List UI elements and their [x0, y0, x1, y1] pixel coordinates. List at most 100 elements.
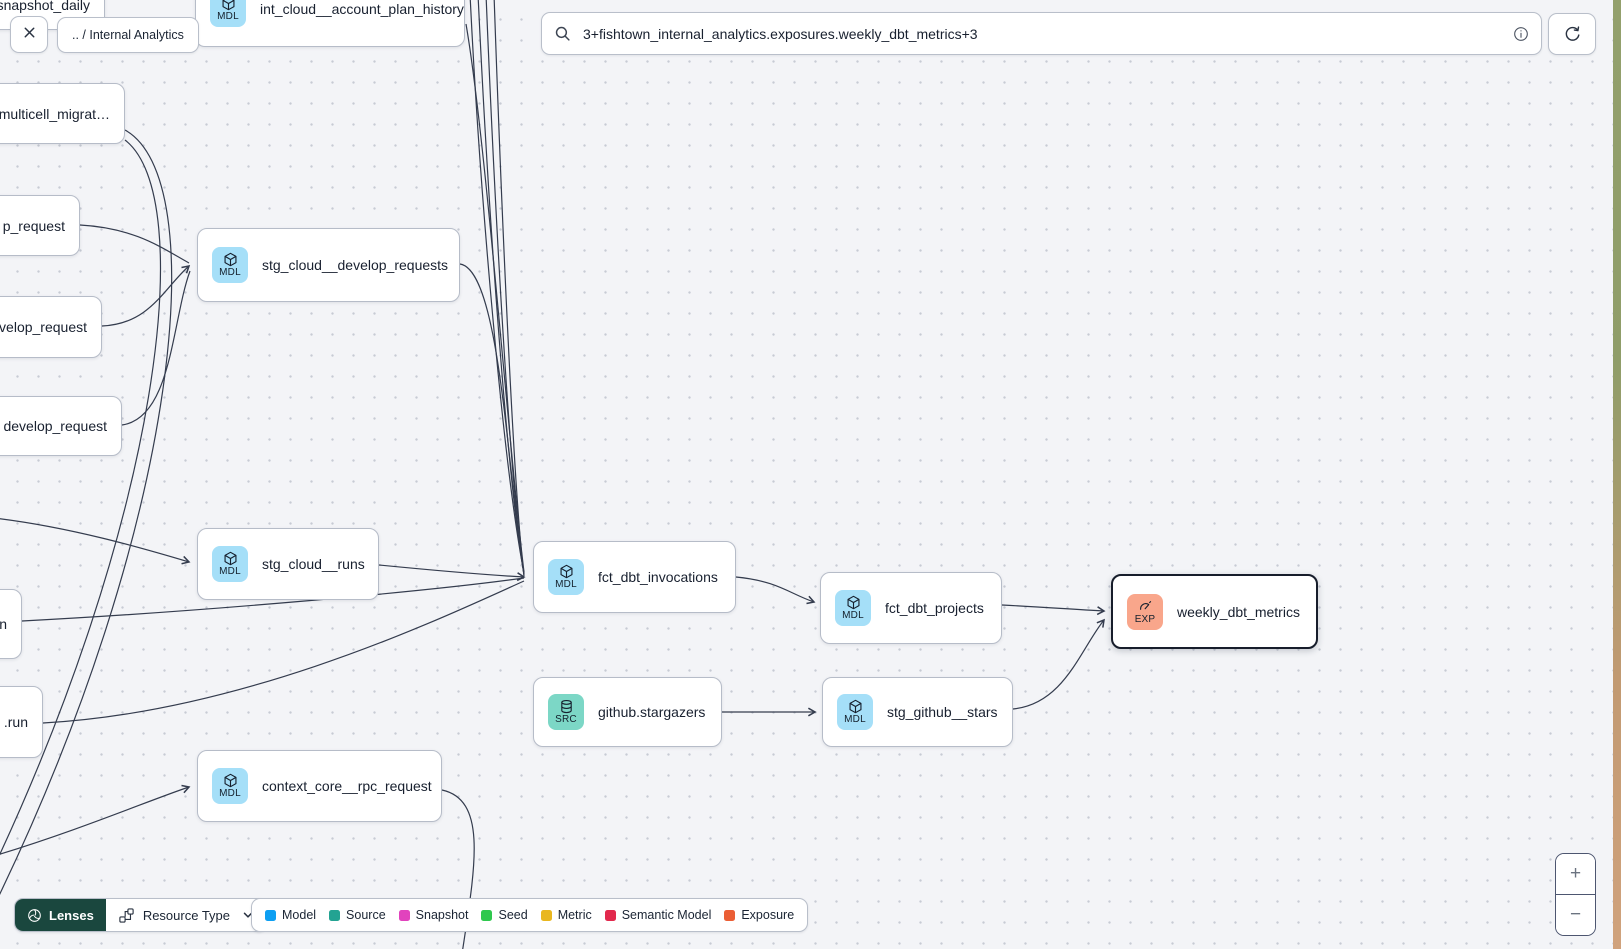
node-label: velop_request [0, 319, 87, 335]
exposure-badge: EXP [1127, 593, 1163, 630]
model-badge: MDL [837, 694, 873, 730]
node-label: snapshot_daily [0, 0, 90, 13]
badge-code: MDL [217, 10, 239, 22]
close-icon [22, 25, 37, 45]
model-icon [223, 252, 238, 267]
badge-code: MDL [219, 566, 241, 577]
graph-node-int_cloud__account_plan_history[interactable]: MDL int_cloud__account_plan_history [195, 0, 465, 47]
lenses-button[interactable]: Lenses [15, 899, 106, 931]
graph-node-fct_dbt_invocations[interactable]: MDL fct_dbt_invocations [533, 541, 736, 613]
node-label: context_core__rpc_request [262, 778, 432, 794]
badge-code: MDL [555, 579, 577, 590]
close-button[interactable] [10, 16, 48, 53]
badge-code: MDL [842, 610, 864, 621]
search-icon [554, 25, 571, 42]
graph-node-weekly_dbt_metrics[interactable]: EXP weekly_dbt_metrics [1111, 574, 1318, 649]
graph-node-fct_dbt_projects[interactable]: MDL fct_dbt_projects [820, 572, 1002, 644]
node-label: int_cloud__account_plan_history [260, 0, 464, 17]
source-icon [559, 699, 574, 714]
graph-node-p_request[interactable]: MDLp_request [0, 195, 80, 256]
lenses-icon [27, 908, 42, 923]
refresh-button[interactable] [1548, 13, 1596, 55]
node-label: fct_dbt_invocations [598, 569, 718, 585]
resource-type-icon [118, 907, 135, 924]
legend-label: Model [282, 908, 317, 922]
zoom-out-button[interactable]: − [1556, 895, 1595, 935]
node-label: stg_cloud__develop_requests [262, 257, 449, 273]
source-badge: SRC [548, 694, 584, 730]
graph-node-github.stargazers[interactable]: SRC github.stargazers [533, 677, 722, 747]
legend-item-exposure: Exposure [724, 908, 794, 922]
legend-swatch [724, 909, 736, 921]
exposure-icon [1138, 599, 1153, 614]
legend-item-snapshot: Snapshot [398, 908, 469, 922]
model-icon [223, 551, 238, 566]
model-badge: MDL [212, 546, 248, 582]
graph-node-multicell_migrat[interactable]: MDLmulticell_migrat… [0, 83, 125, 144]
graph-node-n[interactable]: MDLn [0, 589, 22, 659]
refresh-icon [1563, 25, 1582, 44]
model-icon [848, 699, 863, 714]
graph-node-stg_cloud__develop_requests[interactable]: MDL stg_cloud__develop_requests [197, 228, 460, 302]
selector-search-bar [541, 12, 1542, 55]
legend-item-source: Source [329, 908, 386, 922]
model-badge: MDL [212, 247, 248, 283]
breadcrumb-label: .. / Internal Analytics [72, 28, 184, 42]
model-icon [221, 0, 236, 11]
graph-node-velop_request[interactable]: MDLvelop_request [0, 296, 102, 358]
chevron-down-icon [242, 909, 254, 921]
search-input[interactable] [581, 24, 1503, 43]
node-label: stg_github__stars [887, 704, 998, 720]
node-label: github.stargazers [598, 704, 706, 720]
legend-swatch [398, 909, 410, 921]
legend-swatch [265, 909, 276, 921]
resource-type-dropdown[interactable]: Resource Type [106, 899, 266, 931]
graph-node-stg_github__stars[interactable]: MDL stg_github__stars [822, 677, 1013, 747]
node-label: multicell_migrat… [0, 105, 110, 122]
node-label: fct_dbt_projects [885, 600, 984, 616]
node-label: n [0, 616, 7, 632]
model-icon [223, 773, 238, 788]
node-label: weekly_dbt_metrics [1177, 603, 1300, 620]
legend-item-metric: Metric [540, 908, 592, 922]
legend-item-seed: Seed [481, 908, 528, 922]
resource-type-label: Resource Type [142, 907, 231, 923]
info-icon[interactable] [1513, 26, 1529, 42]
legend-swatch [481, 909, 493, 921]
legend-label: Source [346, 908, 386, 922]
graph-node-stg_cloud__runs[interactable]: MDL stg_cloud__runs [197, 528, 379, 600]
legend-swatch [329, 909, 341, 921]
badge-code: MDL [219, 267, 241, 278]
badge-code: EXP [1134, 613, 1156, 625]
legend-label: Semantic Model [621, 908, 712, 922]
zoom-in-button[interactable]: + [1556, 854, 1595, 894]
model-badge: MDL [212, 768, 248, 804]
model-badge: MDL [210, 0, 246, 27]
resource-type-legend: Model Source Snapshot Seed Metric Semantic Mo… [251, 898, 809, 932]
lenses-toolbar: Lenses Resource Type [14, 898, 268, 932]
breadcrumb[interactable]: .. / Internal Analytics [57, 17, 199, 53]
legend-label: Seed [498, 908, 528, 922]
zoom-controls: + − [1555, 853, 1596, 936]
legend-item-semantic-model: Semantic Model [604, 908, 712, 922]
legend-swatch [604, 909, 616, 921]
model-icon [846, 595, 861, 610]
graph-node-context_core__rpc_request[interactable]: MDL context_core__rpc_request [197, 750, 442, 822]
model-badge: MDL [548, 559, 584, 595]
node-label: develop_request [3, 418, 107, 434]
desktop-edge [1613, 0, 1621, 949]
graph-node-develop_request[interactable]: MDLdevelop_request [0, 396, 122, 456]
lenses-label: Lenses [49, 907, 94, 923]
legend-swatch [540, 909, 552, 921]
legend-label: Exposure [741, 908, 795, 922]
legend-label: Snapshot [415, 908, 469, 922]
badge-code: MDL [219, 788, 241, 799]
legend-label: Metric [557, 908, 592, 922]
node-label: p_request [2, 217, 65, 234]
node-label: .run [3, 714, 28, 730]
graph-node-run[interactable]: MDL.run [0, 686, 43, 758]
legend-item-model: Model [265, 908, 316, 922]
node-label: stg_cloud__runs [262, 556, 365, 572]
